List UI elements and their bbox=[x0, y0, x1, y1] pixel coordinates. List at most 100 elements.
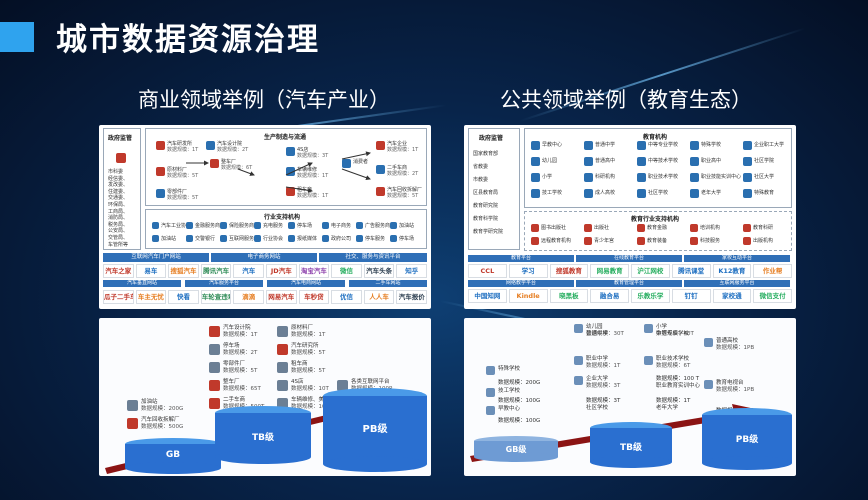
support-item: 培训机构 bbox=[700, 225, 721, 231]
platform-logo: Kindle bbox=[508, 289, 548, 303]
support-item: 电子商务 bbox=[331, 223, 352, 229]
scale-item-name: 零部件厂 bbox=[223, 361, 246, 367]
scale-item: 中等专业学校 bbox=[644, 331, 716, 341]
scale-item: 特殊学校 bbox=[486, 366, 558, 376]
scale-item: 数据规模：100G bbox=[486, 398, 558, 408]
auto-supervision-box: 政府监管 市科委经信委、发改委、住建委、交通委、环保局、工商局、消防局、税务局、… bbox=[103, 128, 141, 250]
platform-logo: 淘宝汽车 bbox=[298, 264, 330, 278]
support-item: 报纸媒体 bbox=[297, 236, 318, 242]
node-value: 数据规模：1T bbox=[297, 173, 329, 179]
scale-item: 汽车回收拆解厂数据规模：500G bbox=[127, 416, 197, 432]
scale-item: 老年大学 bbox=[644, 405, 716, 415]
support-icon bbox=[322, 222, 329, 229]
scale-item-name: 二手车商 bbox=[223, 397, 246, 403]
scale-item-name: 加油站 bbox=[141, 399, 158, 405]
scale-item: 幼儿园数据规模：30T bbox=[574, 324, 646, 337]
scale-item: 企业大学数据规模：3T bbox=[574, 376, 646, 389]
scale-item-icon bbox=[277, 362, 288, 373]
node-icon bbox=[286, 147, 295, 156]
scale-item-value: 数据规模：1T bbox=[586, 363, 621, 369]
node-icon bbox=[206, 141, 215, 150]
node-value: 数据规模：1T bbox=[387, 147, 419, 153]
platform-logo: 融合易 bbox=[590, 289, 629, 303]
scale-item: 数据规模：200G bbox=[486, 380, 558, 390]
support-icon bbox=[390, 235, 397, 242]
scale-item: 租车商数据规模：5T bbox=[277, 360, 347, 376]
education-panel: 政府监管 国家教育部省教委市教委区县教育局教育研究院教育科学院教育学研究院 教育… bbox=[464, 125, 796, 309]
org-item: 早教中心 bbox=[542, 142, 563, 148]
org-icon bbox=[531, 189, 540, 198]
platform-logo: 搜狐汽车 bbox=[168, 264, 199, 278]
platform-logo: 晓黑板 bbox=[549, 289, 589, 303]
platform-logo: 钉钉 bbox=[671, 289, 711, 303]
platform-logo: 微信 bbox=[331, 264, 362, 278]
scale-item: 数据规模：1T bbox=[644, 398, 716, 408]
scale-item-name: 特殊学校 bbox=[498, 366, 521, 372]
support-item: 图书出版社 bbox=[541, 225, 567, 231]
auto-subbar: 汽车服务平台 bbox=[185, 280, 263, 287]
scale-item-name: 普通高校 bbox=[716, 338, 739, 344]
auto-subbar: 汽车垂直网站 bbox=[103, 280, 181, 287]
scale-item-value: 数据规模：1T bbox=[223, 332, 258, 338]
scale-item: 整车厂数据规模：65T bbox=[209, 378, 279, 394]
org-item: 幼儿园 bbox=[542, 158, 558, 164]
support-icon bbox=[743, 224, 751, 232]
scale-item: 车辆维修、美容数据规模：100T bbox=[277, 396, 347, 412]
node-icon bbox=[376, 165, 385, 174]
supervision-item: 税务局、 bbox=[108, 221, 129, 228]
scale-item-value: 数据规模：40T bbox=[656, 331, 694, 337]
auto-industry-panel: 政府监管 市科委经信委、发改委、住建委、交通委、环保局、工商局、消防局、税务局、… bbox=[99, 125, 431, 309]
scale-item-name: 数据规模：200G bbox=[498, 380, 541, 386]
platform-logo: 腾讯汽车 bbox=[200, 264, 232, 278]
platform-logo: 家校通 bbox=[712, 289, 752, 303]
org-item: 技工学校 bbox=[542, 190, 563, 196]
scale-item-name: 职业教育实训中心 bbox=[656, 383, 701, 389]
scale-item-name: 数据规模：3T bbox=[586, 398, 621, 404]
scale-item: 加油站数据规模：200G bbox=[127, 398, 197, 414]
support-icon bbox=[637, 237, 645, 245]
scale-item-icon bbox=[209, 326, 220, 337]
support-item: 停车场 bbox=[399, 236, 415, 242]
scale-item-value: 数据规模：10T bbox=[291, 386, 329, 392]
support-icon bbox=[743, 237, 751, 245]
scale-item: 零部件厂数据规模：5T bbox=[209, 360, 279, 376]
node-name: 4S店 bbox=[297, 147, 309, 153]
scale-item-icon bbox=[704, 338, 713, 347]
org-item: 中等专业学校 bbox=[648, 142, 679, 148]
org-icon bbox=[743, 141, 752, 150]
gb-cylinder: GB bbox=[125, 438, 221, 474]
scale-item: 汽车设计院数据规模：1T bbox=[209, 324, 279, 340]
scale-item-name: 早教中心 bbox=[498, 406, 521, 412]
scale-item: 职业技术学校数据规模：6T bbox=[644, 356, 716, 369]
support-icon bbox=[254, 235, 261, 242]
org-item: 普通中学 bbox=[595, 142, 616, 148]
org-item: 特殊教育 bbox=[754, 190, 775, 196]
support-item: 汽车工业协会 bbox=[161, 223, 192, 229]
scale-item: 技工学校 bbox=[486, 388, 558, 398]
edu-bar: 家校互动平台 bbox=[684, 255, 790, 262]
org-icon bbox=[584, 189, 593, 198]
gb-label: GB级 bbox=[505, 445, 527, 454]
scale-item-icon bbox=[127, 418, 138, 429]
node-name: 汽车研发所 bbox=[167, 141, 193, 147]
support-icon bbox=[390, 222, 397, 229]
scale-item: 普通高校数据规模：1PB bbox=[704, 338, 776, 351]
support-item: 教育科研 bbox=[753, 225, 774, 231]
node-value: 数据规模：6T bbox=[221, 165, 253, 171]
supervision-item: 环保局、 bbox=[108, 202, 129, 208]
supervision-item: 教育科学院 bbox=[473, 216, 499, 222]
support-icon bbox=[322, 235, 329, 242]
scale-item: 原材料厂数据规模：1T bbox=[277, 324, 347, 340]
support-item: 保险服务商 bbox=[229, 223, 255, 229]
scale-item: 小学数据规模：40T bbox=[644, 324, 716, 337]
scale-item-icon bbox=[277, 398, 288, 409]
supervision-item: 车管所等 bbox=[108, 241, 129, 248]
support-icon bbox=[220, 235, 227, 242]
supervision-item: 市科委 bbox=[108, 169, 124, 175]
org-icon bbox=[531, 157, 540, 166]
node-value: 数据规模：2T bbox=[217, 147, 249, 153]
platform-logo: 搜狐教育 bbox=[549, 264, 589, 278]
platform-logo: 汽车报价 bbox=[396, 290, 427, 304]
scale-item-name: 小学 bbox=[656, 324, 668, 330]
